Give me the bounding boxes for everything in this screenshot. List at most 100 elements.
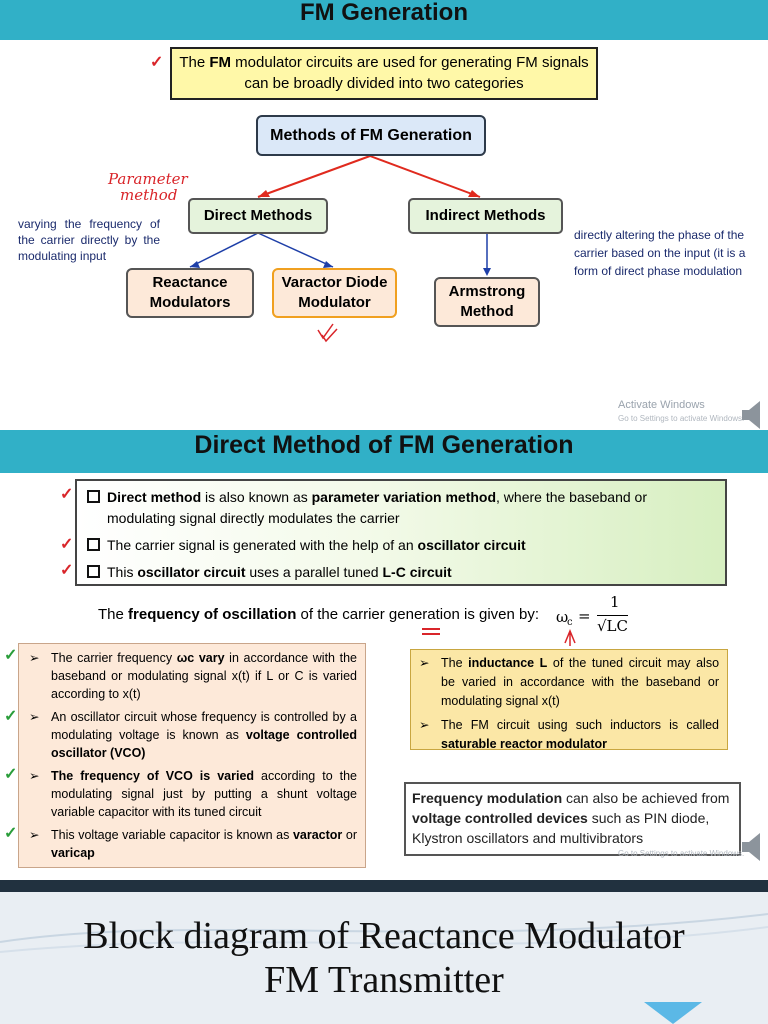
varactor-diode-modulator-box: Varactor Diode Modulator [272, 268, 397, 318]
check-mark-icon: ✓ [60, 562, 74, 579]
activate-windows-subtext: Go to Settings to activate Windows. [618, 849, 745, 858]
vco-item-1-bold: ωc vary [176, 651, 225, 665]
bullet-oscillator-circuit: This oscillator circuit uses a parallel … [85, 562, 717, 583]
indirect-methods-box: Indirect Methods [408, 198, 563, 234]
check-mark-icon: ✓ [4, 766, 18, 783]
note-mid1: can also be achieved from [562, 790, 730, 806]
formula-omega: ω [556, 608, 569, 626]
direct-note: varying the frequency of the carrier dir… [18, 217, 160, 263]
speaker-icon[interactable] [736, 398, 766, 430]
slide3-title-line1: Block diagram of Reactance Modulator [83, 915, 685, 957]
note-bold2: voltage controlled devices [412, 810, 588, 826]
bullet-carrier-signal: The carrier signal is generated with the… [85, 535, 717, 556]
inductance-item-2: The FM circuit using such inductors is c… [415, 716, 719, 754]
activate-windows-subtext: Go to Settings to activate Windows. [618, 414, 745, 423]
check-mark-icon: ✓ [60, 486, 74, 503]
formula-sub: c [567, 617, 573, 628]
methods-root-label: Methods of FM Generation [270, 127, 472, 144]
vco-item-4-pre: This voltage variable capacitor is known… [51, 828, 293, 842]
formula-post: of the carrier generation is given by: [296, 606, 540, 623]
chevron-down-icon[interactable] [642, 1000, 704, 1024]
intro-text-post: modulator circuits are used for generati… [231, 54, 589, 92]
direct-method-bullets: Direct method is also known as parameter… [75, 479, 727, 586]
vco-item-2-bold: voltage controlled oscillator (VCO) [51, 728, 358, 760]
intro-box: The FM modulator circuits are used for g… [170, 47, 598, 100]
slide3-title: Block diagram of Reactance Modulator FM … [0, 914, 768, 1002]
b1-mid: is also known as [201, 489, 312, 505]
intro-text-bold: FM [209, 54, 231, 71]
vco-item-4-bold: varactor [292, 828, 343, 842]
frequency-formula-text: The frequency of oscillation of the carr… [98, 606, 539, 623]
slide1-title-bar: FM Generation [0, 0, 768, 40]
decorative-waves [0, 913, 768, 953]
b3-pre: This [107, 564, 138, 580]
bullet-direct-method: Direct method is also known as parameter… [85, 487, 717, 529]
slide-block-diagram: Block diagram of Reactance Modulator FM … [0, 880, 768, 1024]
handwritten-note-line2: method [120, 186, 178, 204]
activate-windows-watermark: Activate Windows [618, 399, 705, 411]
slide1-title: FM Generation [299, 0, 468, 26]
formula-bold: frequency of oscillation [128, 606, 297, 623]
check-mark-icon: ✓ [4, 825, 18, 842]
direct-methods-label: Direct Methods [203, 207, 313, 224]
b3-bold1: oscillator circuit [137, 564, 246, 580]
note-post: such as PIN diode, Klystron oscillators … [412, 810, 710, 846]
b3-mid: uses a parallel tuned [245, 564, 383, 580]
slide-direct-method: Direct Method of FM Generation Direct me… [0, 430, 768, 880]
intro-text-pre: The [179, 54, 210, 71]
check-mark-icon: ✓ [60, 536, 74, 553]
vco-item-1: The carrier frequency ωc vary in accorda… [25, 649, 357, 703]
formula-eq: = [578, 607, 591, 625]
slide3-title-line2: FM Transmitter [264, 959, 504, 1001]
check-mark-icon: ✓ [150, 54, 164, 71]
armstrong-method-label: Armstrong Method [448, 283, 526, 320]
vco-item-2-pre: An oscillator circuit whose frequency is… [51, 710, 357, 742]
inductance-item-1-bold: inductance L [468, 656, 548, 670]
formula-denominator: √LC [597, 615, 628, 635]
slide-fm-generation: FM Generation ✓ The FM modulator circuit… [0, 0, 768, 430]
handwritten-note-line1: Parameter [108, 170, 188, 188]
b2-pre: The carrier signal is generated with the… [107, 537, 418, 553]
formula-numerator: 1 [610, 593, 620, 611]
vco-item-1-post: in accordance with the baseband or modul… [51, 651, 357, 701]
check-mark-icon: ✓ [4, 708, 18, 725]
inductance-item-1-pre: The [441, 656, 469, 670]
vcd-note-box: Frequency modulation can also be achieve… [404, 782, 741, 856]
b1-bold2: parameter variation method [311, 489, 497, 505]
indirect-note: directly altering the phase of the carri… [574, 228, 746, 278]
vco-item-4-mid: or [342, 828, 357, 842]
varactor-diode-modulator-label: Varactor Diode Modulator [281, 274, 388, 311]
vco-info-box: The carrier frequency ωc vary in accorda… [18, 643, 366, 868]
inductance-info-box: The inductance L of the tuned circuit ma… [410, 649, 728, 751]
reactance-modulators-label: Reactance Modulators [149, 274, 231, 311]
reactance-modulators-box: Reactance Modulators [126, 268, 254, 318]
vco-item-4-bold2: varicap [51, 846, 95, 860]
armstrong-method-box: Armstrong Method [434, 277, 540, 327]
slide2-title-bar: Direct Method of FM Generation [0, 430, 768, 473]
handwritten-note: Parameter method [108, 171, 188, 203]
vco-item-1-pre: The carrier frequency [51, 651, 177, 665]
inductance-item-1: The inductance L of the tuned circuit ma… [415, 654, 719, 711]
tree-connectors [189, 155, 491, 343]
b1-post: , where the baseband or modulating signa… [107, 489, 648, 526]
check-mark-icon: ✓ [4, 647, 18, 664]
b1-bold: Direct method [107, 489, 202, 505]
vco-item-2: An oscillator circuit whose frequency is… [25, 708, 357, 762]
vco-item-4: This voltage variable capacitor is known… [25, 826, 357, 862]
vco-item-3-bold: The frequency of VCO is varied [51, 769, 255, 783]
indirect-methods-label: Indirect Methods [425, 207, 546, 224]
slide3-top-band [0, 880, 768, 892]
inductance-item-2-pre: The FM circuit using such inductors is c… [441, 718, 719, 732]
methods-root-box: Methods of FM Generation [256, 115, 486, 156]
inductance-item-1-post: of the tuned circuit may also be varied … [441, 656, 720, 708]
inductance-item-2-bold: saturable reactor modulator [441, 737, 608, 751]
formula-pre: The [98, 606, 129, 623]
slide2-title: Direct Method of FM Generation [194, 431, 574, 459]
vco-item-3: The frequency of VCO is varied according… [25, 767, 357, 821]
b2-bold: oscillator circuit [417, 537, 526, 553]
speaker-icon[interactable] [736, 830, 766, 864]
vco-item-3-post: according to the modulating signal just … [51, 769, 358, 819]
annotation-marks [422, 628, 576, 646]
b3-bold2: L-C circuit [382, 564, 452, 580]
note-bold1: Frequency modulation [412, 790, 563, 806]
